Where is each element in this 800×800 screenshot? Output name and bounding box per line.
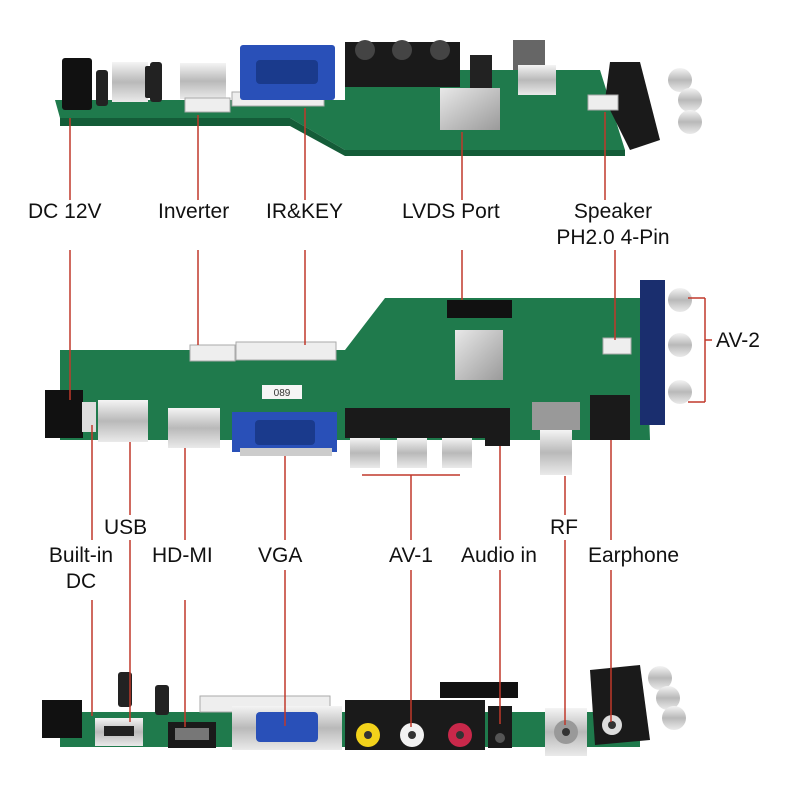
label-speaker: Speaker [573,200,653,223]
bottom-board-view [42,540,686,756]
label-av-1: AV-1 [389,544,433,567]
middle-heatsink [455,330,503,380]
middle-av2-block [640,280,665,425]
label-vga: VGA [258,544,303,567]
label-usb: USB [104,516,148,539]
top-hdmi-port [180,63,226,99]
label-inverter: Inverter [158,200,230,223]
middle-av1-block [345,408,485,438]
label-lvds-port: LVDS Port [402,200,500,223]
top-heatsink [440,88,500,130]
middle-dc-jack [45,390,83,438]
top-dc-jack [62,58,92,110]
label-ir-key: IR&KEY [266,200,344,223]
bottom-av2-block [590,665,650,745]
label-dc-12v: DC 12V [28,200,102,223]
middle-audio-jack [485,408,510,446]
middle-usb-port [98,400,148,442]
vga-silkscreen-mark: 089 [274,388,291,399]
middle-hdmi-port [168,408,220,448]
label-hd-mi: HD-MI [152,544,213,567]
label-speaker-connector: PH2.0 4-Pin [556,226,670,249]
middle-board-view: 089 [45,250,712,540]
middle-rf-port [532,402,580,430]
label-av-2: AV-2 [716,329,760,352]
label-built-in: Built-in [48,544,114,567]
bottom-dc-jack [42,700,82,738]
top-usb-port [112,62,148,102]
label-rf: RF [550,516,578,539]
top-board-view [55,40,702,200]
label-built-in-dc: DC [65,570,97,593]
label-audio-in: Audio in [461,544,537,567]
top-av2-block [605,62,660,150]
label-earphone: Earphone [588,544,680,567]
